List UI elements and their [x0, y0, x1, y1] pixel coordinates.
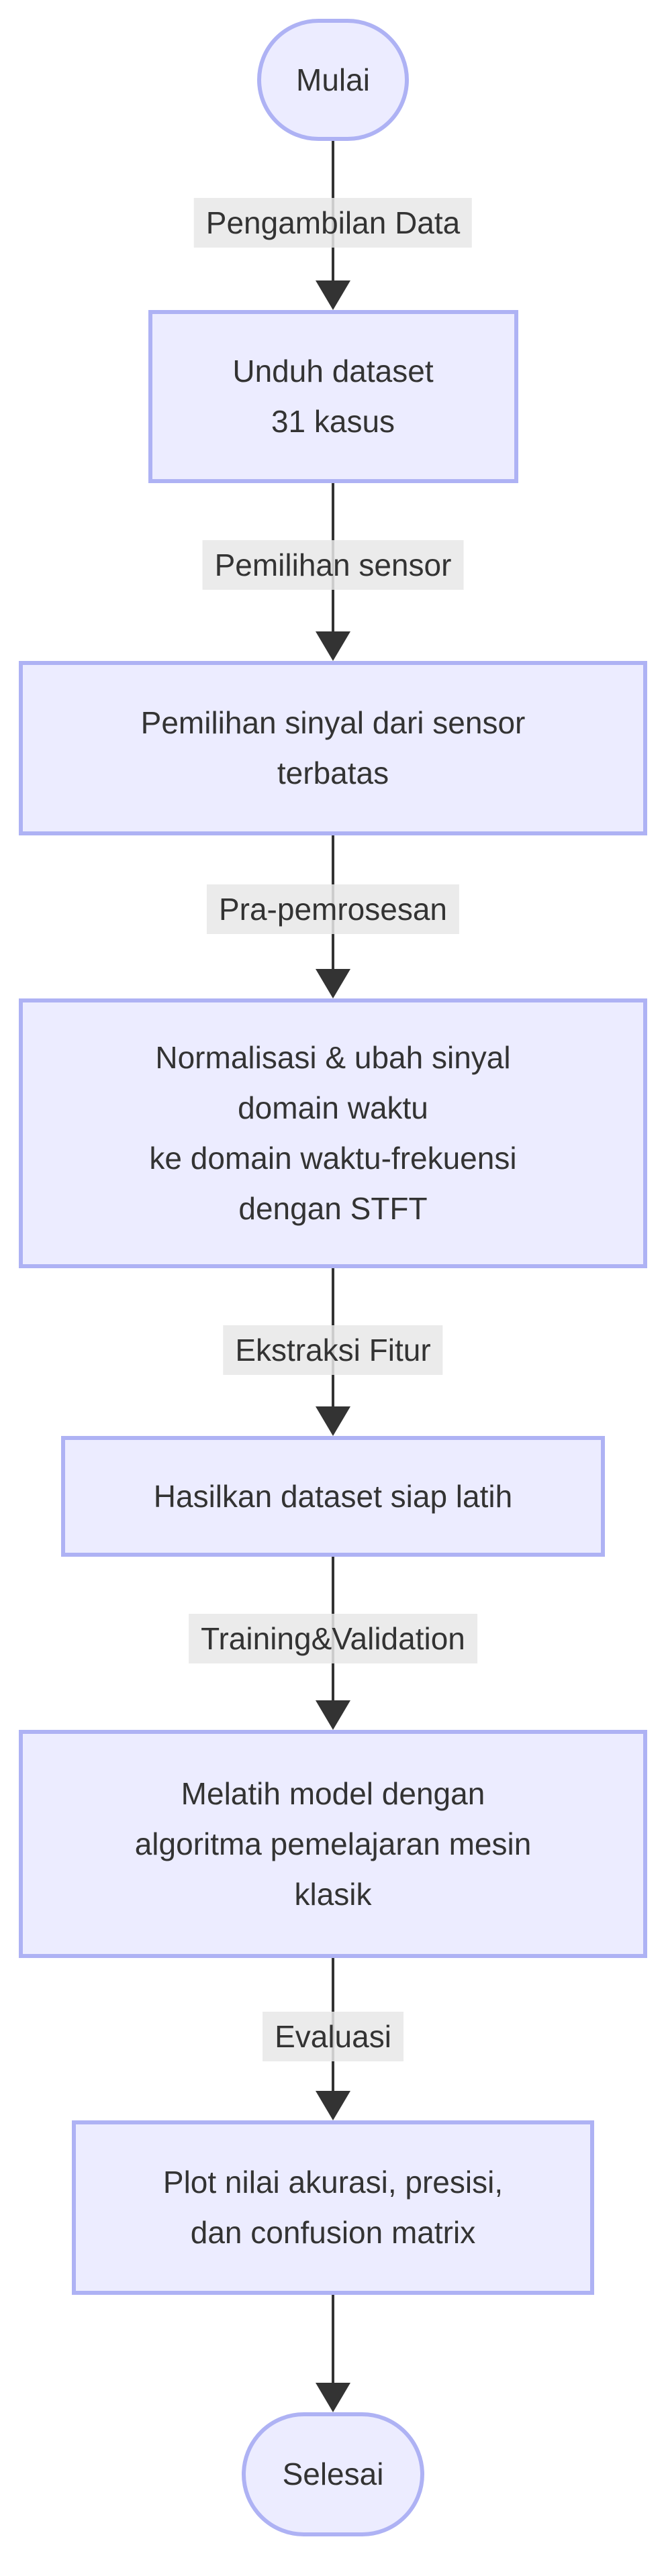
- start-node-label: Mulai: [296, 62, 370, 97]
- edge-connector-3: Pra-pemrosesan: [0, 835, 666, 998]
- node-text-line: ke domain waktu-frekuensi: [149, 1141, 517, 1176]
- arrowhead-icon: [316, 1700, 350, 1730]
- node-text-line: 31 kasus: [271, 404, 395, 439]
- process-node-download-dataset: Unduh dataset 31 kasus: [148, 310, 518, 483]
- process-node-evaluation-plot: Plot nilai akurasi, presisi, dan confusi…: [72, 2120, 594, 2295]
- end-node: Selesai: [242, 2412, 424, 2536]
- start-node: Mulai: [257, 19, 409, 141]
- node-text-line: dan confusion matrix: [190, 2215, 476, 2250]
- edge-label-pemilihan-sensor: Pemilihan sensor: [202, 540, 464, 590]
- arrowhead-icon: [316, 631, 350, 661]
- process-node-normalization-stft: Normalisasi & ubah sinyal domain waktu k…: [19, 998, 647, 1268]
- edge-label-pra-pemrosesan: Pra-pemrosesan: [206, 884, 460, 934]
- edge-connector-2: Pemilihan sensor: [0, 483, 666, 661]
- node-text-line: terbatas: [277, 756, 389, 790]
- edge-connector-4: Ekstraksi Fitur: [0, 1268, 666, 1436]
- node-text-line: Melatih model dengan: [181, 1775, 485, 1811]
- end-node-label: Selesai: [282, 2457, 384, 2491]
- arrowhead-icon: [316, 1406, 350, 1436]
- arrowhead-icon: [316, 969, 350, 998]
- node-text-line: Normalisasi & ubah sinyal: [155, 1040, 511, 1075]
- edge-label-evaluasi: Evaluasi: [263, 2012, 403, 2061]
- edge-connector-7: [0, 2295, 666, 2412]
- edge-connector-5: Training&Validation: [0, 1557, 666, 1730]
- process-node-training-ready-dataset: Hasilkan dataset siap latih: [61, 1436, 605, 1557]
- node-text-line: klasik: [294, 1876, 372, 1912]
- node-text-line: Plot nilai akurasi, presisi,: [162, 2165, 504, 2200]
- arrowhead-icon: [316, 2091, 350, 2120]
- node-text-line: Unduh dataset: [232, 354, 434, 389]
- node-text-line: algoritma pemelajaran mesin: [134, 1826, 532, 1861]
- edge-label-pengambilan-data: Pengambilan Data: [193, 198, 473, 248]
- edge-label-ekstraksi-fitur: Ekstraksi Fitur: [223, 1325, 443, 1375]
- node-text-line: Pemilihan sinyal dari sensor: [140, 705, 526, 740]
- process-node-signal-selection: Pemilihan sinyal dari sensor terbatas: [19, 661, 647, 835]
- edge-line: [332, 2295, 334, 2408]
- edge-label-training-validation: Training&Validation: [189, 1614, 477, 1663]
- arrowhead-icon: [316, 2383, 350, 2412]
- node-text-line: dengan STFT: [238, 1191, 428, 1226]
- node-text-line: Hasilkan dataset siap latih: [153, 1478, 513, 1514]
- arrowhead-icon: [316, 280, 350, 310]
- node-text-line: domain waktu: [238, 1090, 428, 1125]
- process-node-model-training: Melatih model dengan algoritma pemelajar…: [19, 1730, 647, 1958]
- edge-connector-1: Pengambilan Data: [0, 141, 666, 310]
- edge-connector-6: Evaluasi: [0, 1958, 666, 2120]
